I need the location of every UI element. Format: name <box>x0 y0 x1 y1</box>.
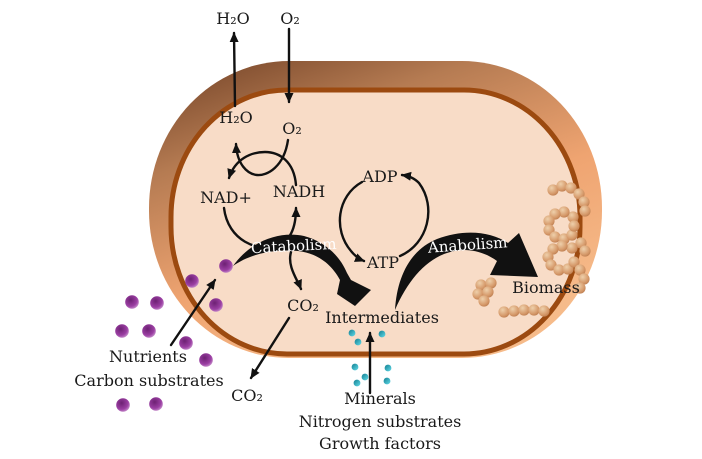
label-o2-outside: O₂ <box>280 9 300 28</box>
label-co2-inside: CO₂ <box>287 296 319 315</box>
reaction-arrows <box>169 27 430 395</box>
adp-to-atp-arc <box>338 180 366 263</box>
label-growth-factors: Growth factors <box>319 434 441 453</box>
diagram-labels: H₂O O₂ H₂O O₂ NAD+ NADH ADP ATP Cataboli… <box>74 9 580 453</box>
label-co2-outside: CO₂ <box>231 386 263 405</box>
nadh-to-nad-arc <box>227 150 298 187</box>
label-catabolism: Catabolism <box>251 235 337 257</box>
biomass-spheres <box>472 180 591 318</box>
label-anabolism: Anabolism <box>426 233 508 257</box>
label-intermediates: Intermediates <box>325 308 439 327</box>
label-o2-inside: O₂ <box>282 119 302 138</box>
label-minerals: Minerals <box>344 389 416 408</box>
label-h2o-inside: H₂O <box>219 108 252 127</box>
atp-to-adp-arc <box>398 171 430 258</box>
catabolism-arrow <box>233 234 371 306</box>
label-nad: NAD+ <box>200 188 252 207</box>
co2-branch-arrow <box>288 250 303 291</box>
h2o-export-arrow <box>229 31 239 108</box>
nad-to-nadh-arc <box>222 206 301 249</box>
label-nadh: NADH <box>273 182 325 201</box>
label-adp: ADP <box>361 167 397 186</box>
label-nutrients: Nutrients <box>109 347 187 366</box>
label-carbon-substrates: Carbon substrates <box>74 371 223 390</box>
co2-export-arrow <box>249 316 291 380</box>
mineral-molecules <box>348 329 392 387</box>
label-biomass: Biomass <box>512 278 580 297</box>
nutrient-molecules <box>115 259 233 412</box>
label-nitrogen-substrates: Nitrogen substrates <box>299 412 462 431</box>
o2-to-h2o-arc <box>231 138 290 177</box>
label-atp: ATP <box>366 253 399 272</box>
nutrients-import-arrow <box>169 278 217 347</box>
anabolism-arrow <box>395 232 538 310</box>
label-h2o-outside: H₂O <box>216 9 249 28</box>
